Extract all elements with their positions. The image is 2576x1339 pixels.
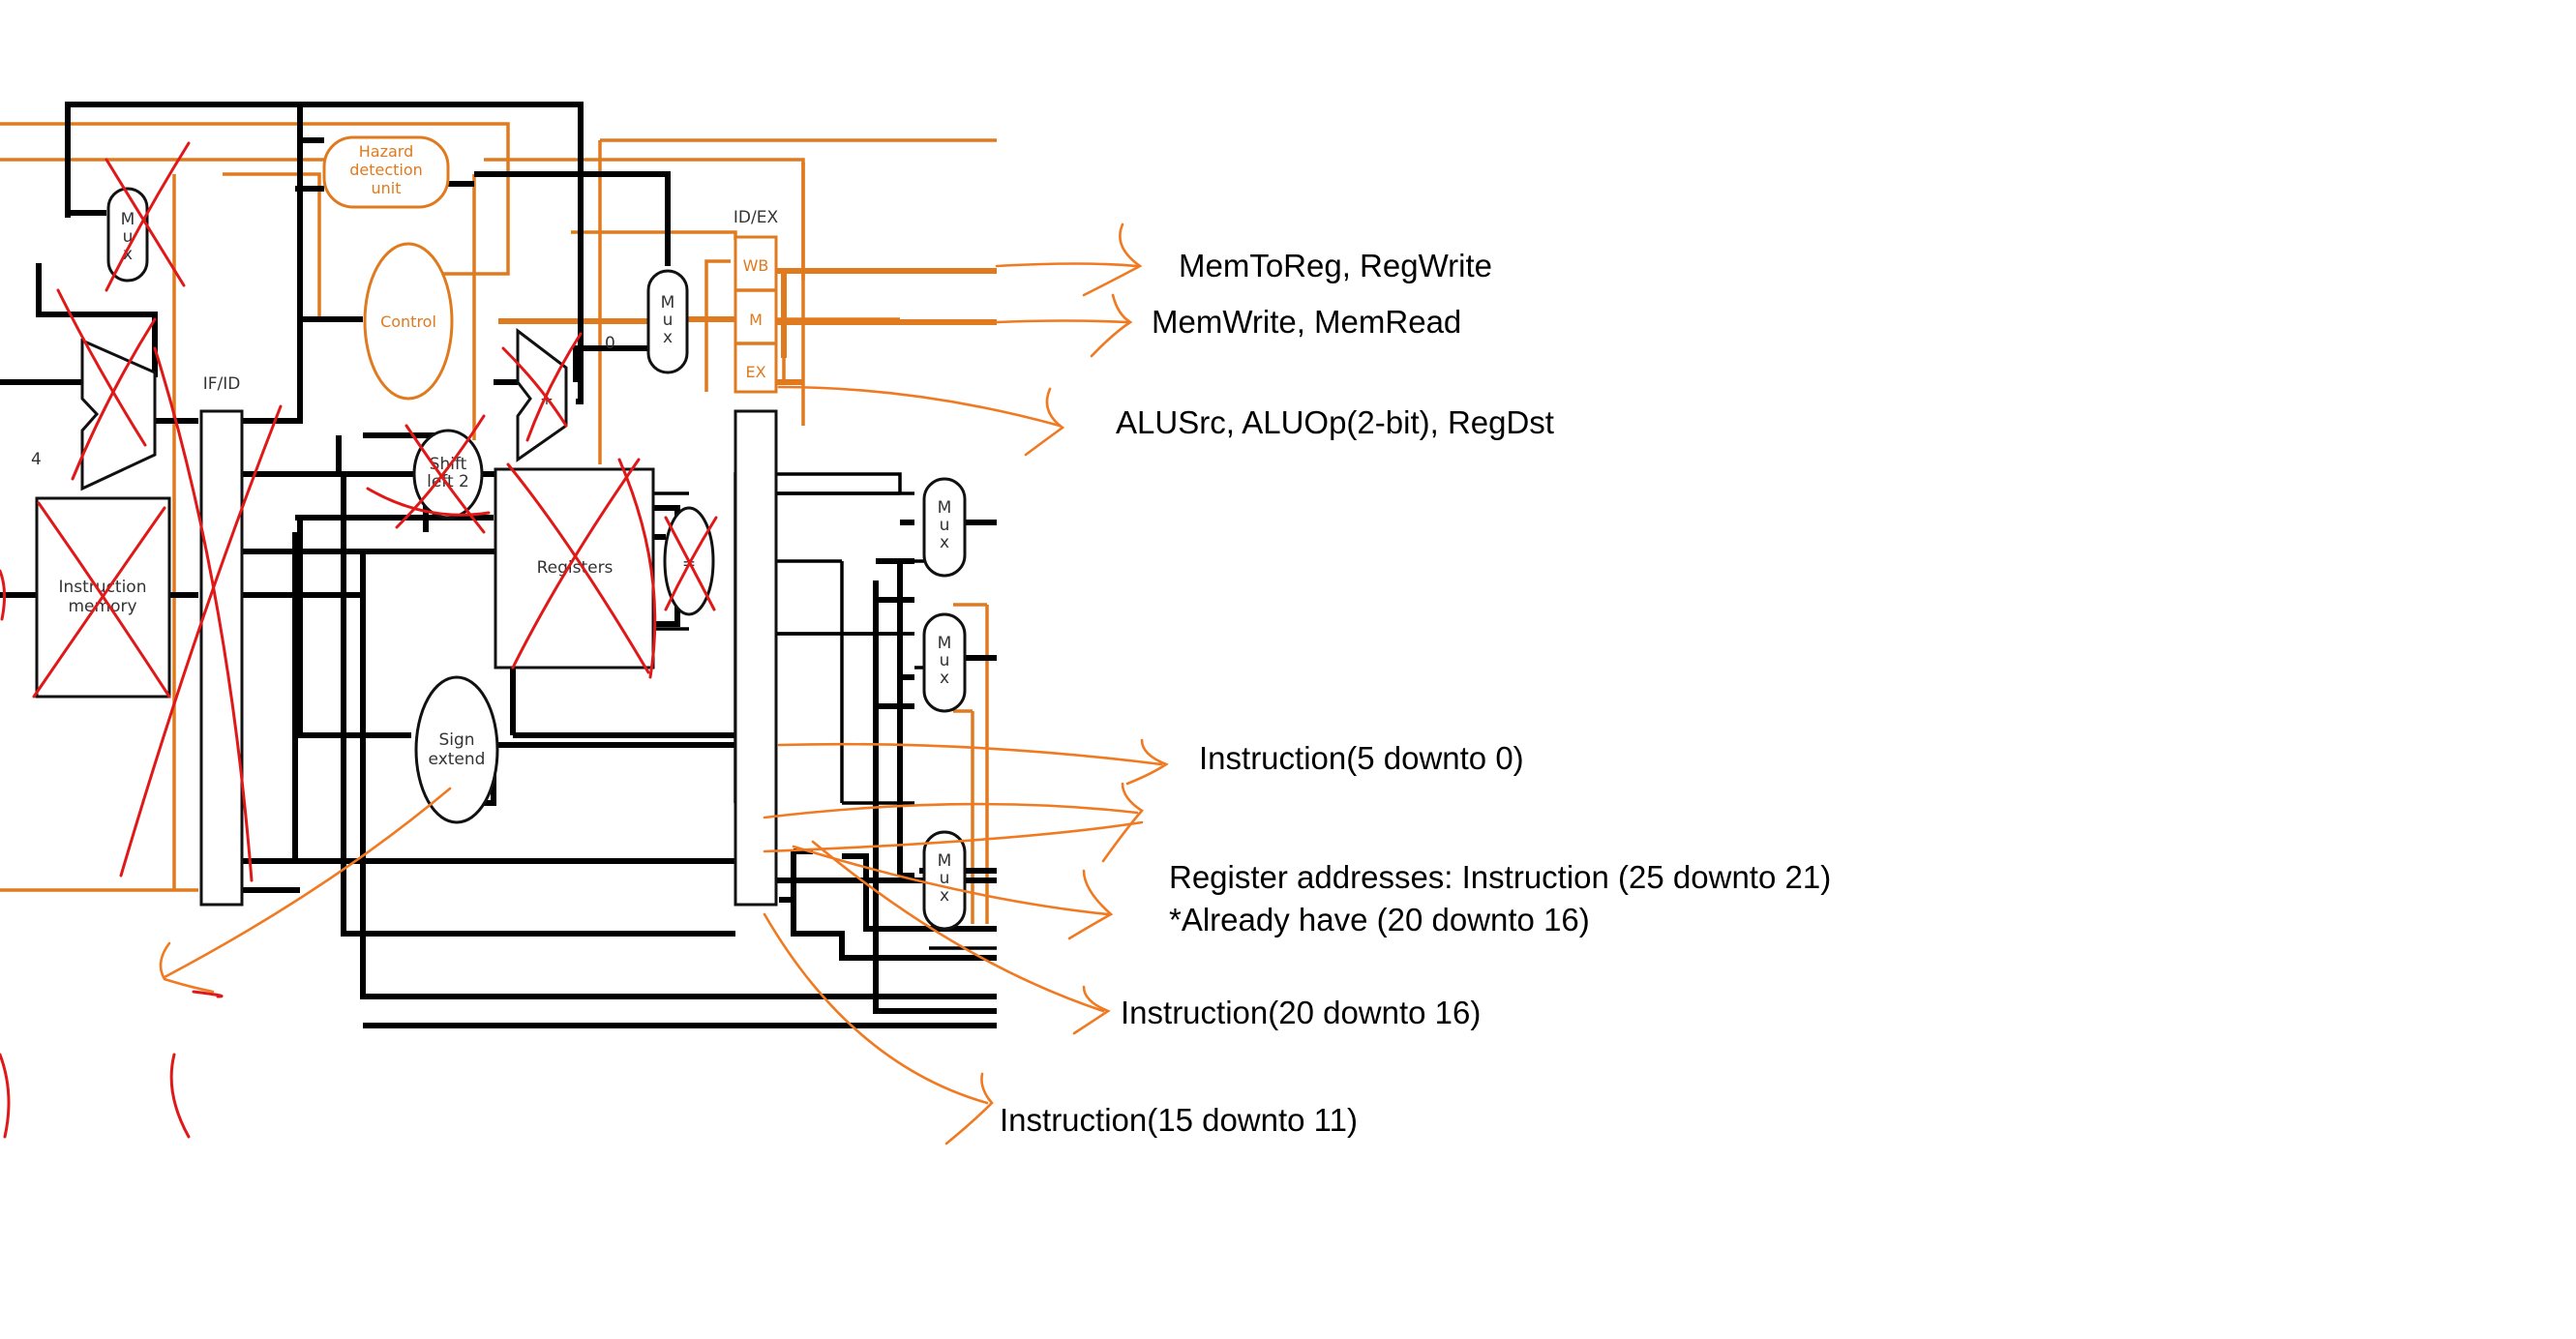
sign-extend-label-2: extend [429, 750, 486, 769]
instr-5-0-note: Instruction(5 downto 0) [1199, 740, 1524, 776]
forward-mux-a-u: u [940, 516, 950, 535]
m-signals-note: MemWrite, MemRead [1152, 304, 1461, 340]
hazard-label-3: unit [372, 179, 402, 197]
pc-mux: M u x [108, 189, 147, 281]
regdst-mux-m: M [938, 851, 952, 871]
forward-mux-a: M u x [924, 479, 965, 576]
shift-left-2: Shift left 2 [414, 431, 482, 518]
ex-field: EX [745, 363, 765, 381]
forward-mux-b: M u x [924, 614, 965, 711]
regdst-mux: M u x [924, 832, 965, 929]
sign-extend-label-1: Sign [438, 730, 474, 750]
control-label: Control [380, 312, 436, 331]
const-zero: 0 [605, 334, 615, 353]
hazard-label-2: detection [349, 161, 423, 179]
m-field: M [749, 311, 763, 329]
registers-label: Registers [537, 558, 614, 578]
hazard-label-1: Hazard [359, 142, 414, 161]
hazard-detection-unit: Hazard detection unit [324, 137, 448, 207]
wb-field: WB [743, 256, 769, 275]
annotation-notes: MemToReg, RegWrite MemWrite, MemRead ALU… [1000, 248, 1831, 1138]
control-mux-x: x [663, 328, 673, 347]
pc-mux-m: M [121, 210, 135, 229]
reg-addr-note-1: Register addresses: Instruction (25 down… [1169, 859, 1831, 895]
forward-mux-b-u: u [940, 651, 950, 670]
control-mux-u: u [663, 311, 674, 330]
registers-file: Registers [495, 469, 653, 668]
regdst-mux-x: x [940, 886, 949, 906]
forward-mux-a-m: M [938, 498, 952, 518]
forward-mux-b-x: x [940, 669, 949, 688]
forward-mux-b-m: M [938, 634, 952, 653]
id-ex-control-fields: WB M EX [735, 237, 776, 392]
forward-mux-a-x: x [940, 533, 949, 552]
control-mux-m: M [661, 293, 675, 312]
instr-20-16-note: Instruction(20 downto 16) [1121, 995, 1481, 1030]
sign-extend: Sign extend [416, 677, 497, 822]
wb-signals-note: MemToReg, RegWrite [1179, 248, 1492, 283]
reg-addr-note-2: *Already have (20 downto 16) [1169, 902, 1590, 937]
if-id-label: IF/ID [203, 374, 241, 394]
pc-adder: 4 [31, 341, 155, 489]
instr-15-11-note: Instruction(15 downto 11) [1000, 1102, 1358, 1138]
control-unit: Control [365, 244, 452, 399]
id-ex-label: ID/EX [734, 208, 779, 227]
ex-signals-note: ALUSrc, ALUOp(2-bit), RegDst [1116, 404, 1554, 440]
instruction-memory-label-2: memory [68, 597, 136, 616]
const-four: 4 [31, 450, 42, 469]
shift-label-1: Shift [430, 455, 467, 474]
branch-adder: + [518, 331, 566, 460]
